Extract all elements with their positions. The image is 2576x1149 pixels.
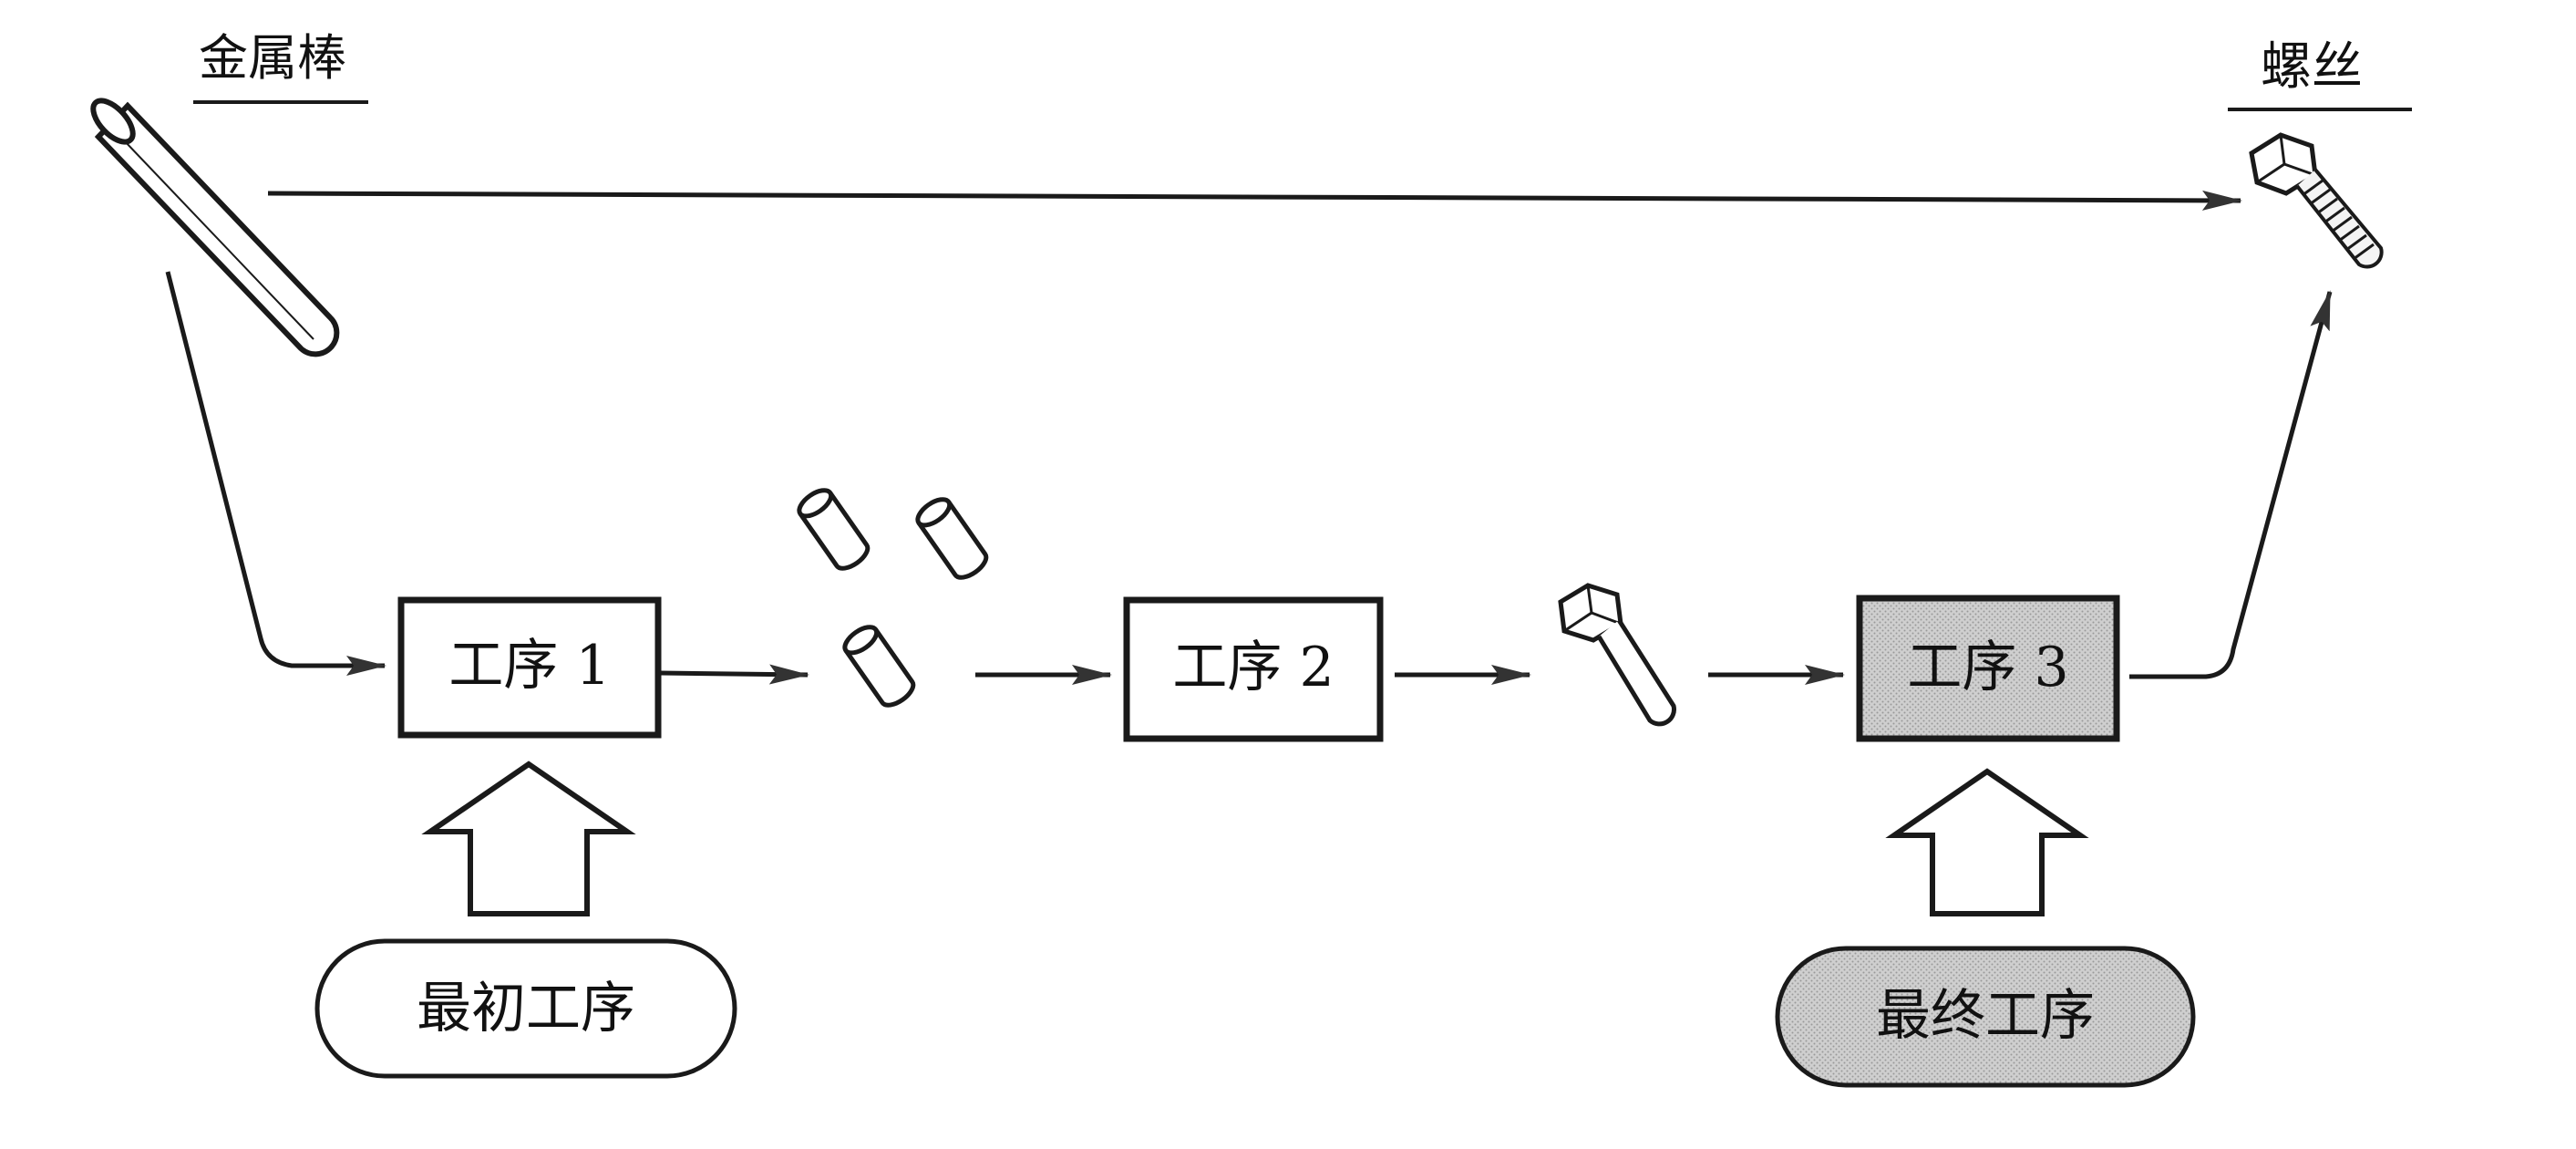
initial-process-label: 最初工序	[417, 977, 635, 1040]
final-process-arrow-icon	[1885, 768, 2089, 916]
final-process-label: 最终工序	[1876, 984, 2095, 1048]
target-label: 螺丝	[2261, 37, 2363, 97]
initial-process-arrow-icon	[421, 761, 636, 916]
step-3-label: 工序 3	[1907, 636, 2068, 699]
step-1-label: 工序 1	[448, 634, 610, 698]
cut-pieces-icon	[797, 488, 989, 708]
direct-flow-arrow	[267, 190, 2242, 211]
metal-rod-icon	[90, 98, 340, 357]
source-label-group: 金属棒	[193, 29, 368, 104]
rod-to-step1-arrow	[165, 271, 386, 676]
step-1-box: 工序 1	[397, 596, 662, 739]
step-2-label: 工序 2	[1172, 636, 1334, 699]
step-3-box: 工序 3	[1856, 595, 2120, 742]
step-2-box: 工序 2	[1123, 596, 1384, 742]
blank-bolt-icon	[1558, 583, 1676, 727]
screw-icon	[2249, 132, 2384, 269]
step1-to-pieces-arrow	[659, 664, 809, 685]
source-label: 金属棒	[199, 29, 346, 87]
final-process-pill: 最终工序	[1775, 946, 2196, 1088]
initial-process-pill: 最初工序	[314, 938, 737, 1079]
target-label-group: 螺丝	[2228, 37, 2412, 111]
step3-to-screw-arrow	[2129, 290, 2333, 679]
